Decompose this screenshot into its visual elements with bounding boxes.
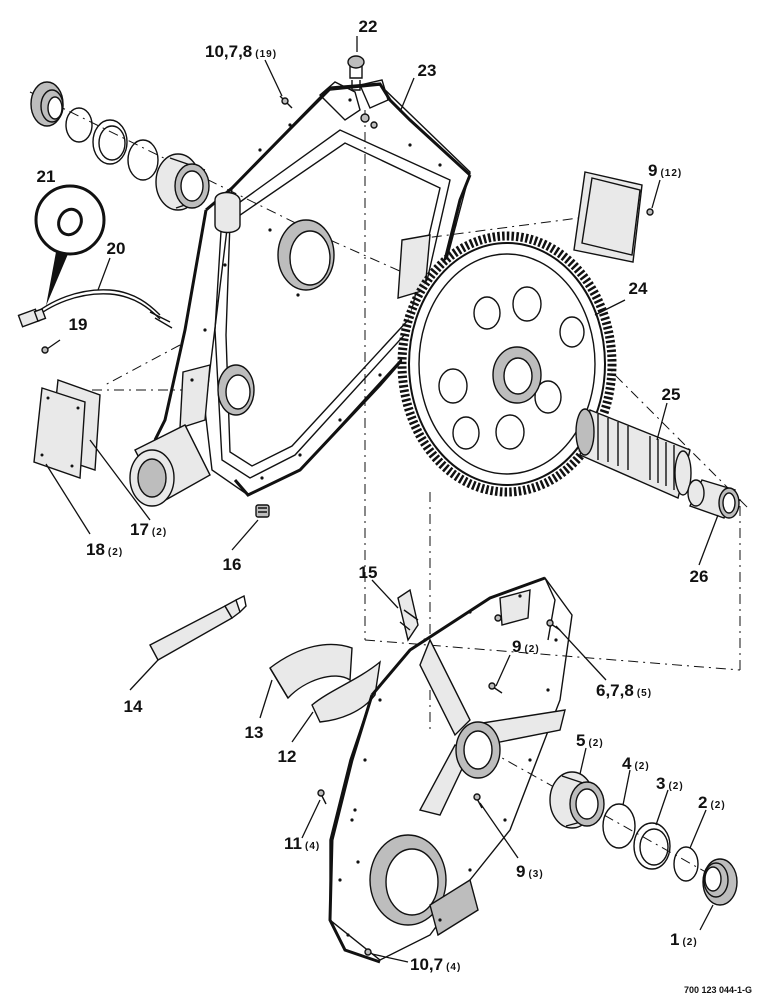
callout-14: 14 — [124, 697, 143, 716]
callout-1: 1(2) — [670, 930, 698, 949]
upper-gearbox-housing — [129, 79, 472, 507]
callout-18: 18(2) — [86, 540, 123, 559]
callout-22: 22 — [359, 17, 378, 36]
callout-15: 15 — [359, 563, 378, 582]
drawing-number: 700 123 044-1-G — [684, 985, 752, 995]
o-ring-detail — [34, 184, 106, 306]
callout-19: 19 — [69, 315, 88, 334]
callout-4: 4(2) — [622, 754, 650, 773]
callout-11: 11(4) — [284, 834, 320, 853]
callout-10-7-bottom: 10,7(4) — [410, 955, 461, 974]
callout-6-7-8: 6,7,8(5) — [596, 681, 652, 700]
bottom-snap-ring — [633, 822, 671, 870]
drain-plug — [255, 504, 270, 518]
bottom-o-ring — [673, 846, 699, 882]
callout-9-bottom: 9(3) — [516, 862, 544, 881]
callout-5: 5(2) — [576, 731, 604, 750]
top-snap-ring — [92, 119, 128, 165]
lower-gearbox-housing — [328, 576, 573, 964]
speed-sensor-harness — [17, 289, 173, 354]
callout-2: 2(2) — [698, 793, 726, 812]
large-drive-gear — [397, 231, 617, 497]
callout-9-top: 9(12) — [648, 161, 682, 180]
leader-lines — [45, 36, 719, 963]
callout-23: 23 — [418, 61, 437, 80]
top-o-ring — [65, 107, 93, 143]
top-ring — [127, 139, 159, 181]
sealant-tube — [149, 594, 247, 661]
top-cover-plate — [573, 171, 654, 263]
top-bearing-set — [30, 81, 210, 211]
callout-26: 26 — [690, 567, 709, 586]
callout-24: 24 — [629, 279, 648, 298]
callout-12: 12 — [278, 747, 297, 766]
callout-21: 21 — [37, 167, 56, 186]
callout-25: 25 — [662, 385, 681, 404]
housing-bolt — [279, 95, 378, 129]
gear-shields — [269, 643, 381, 723]
callout-17: 17(2) — [130, 520, 167, 539]
callout-10-7-8-top: 10,7,8(19) — [205, 42, 277, 61]
bottom-ring — [602, 803, 636, 849]
callout-20: 20 — [107, 239, 126, 258]
mounting-bracket — [397, 588, 419, 642]
callout-9-mid: 9(2) — [512, 637, 540, 656]
side-cover-plates — [33, 379, 101, 479]
callout-labels: 22 23 10,7,8(19) 21 20 19 9(12) 24 25 26… — [37, 17, 752, 995]
callout-16: 16 — [223, 555, 242, 574]
vent-plug — [347, 55, 365, 91]
callout-13: 13 — [245, 723, 264, 742]
shaft-bushing — [687, 479, 740, 519]
callout-3: 3(2) — [656, 774, 684, 793]
output-shaft — [575, 408, 692, 499]
bottom-bearing-set — [549, 771, 738, 906]
